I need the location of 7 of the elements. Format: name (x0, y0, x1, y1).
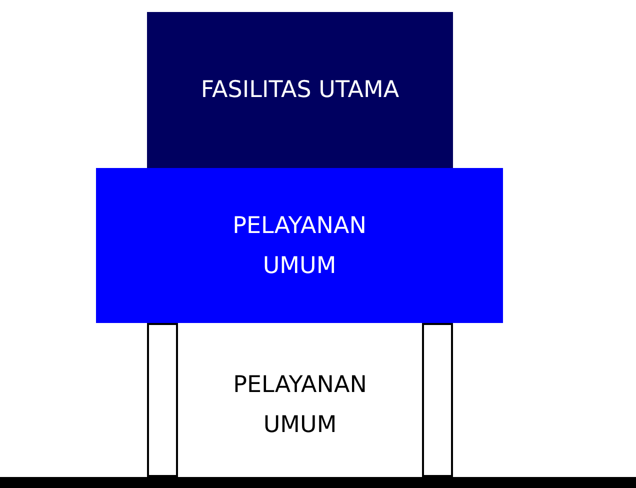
pillar (147, 323, 178, 477)
block-label: PELAYANAN UMUM (232, 212, 368, 280)
pillar (422, 323, 453, 477)
top-block (147, 12, 453, 168)
block-label: FASILITAS UTAMA (200, 76, 400, 105)
floor-label: PELAYANAN UMUM (232, 371, 368, 440)
middle-block (96, 168, 503, 323)
